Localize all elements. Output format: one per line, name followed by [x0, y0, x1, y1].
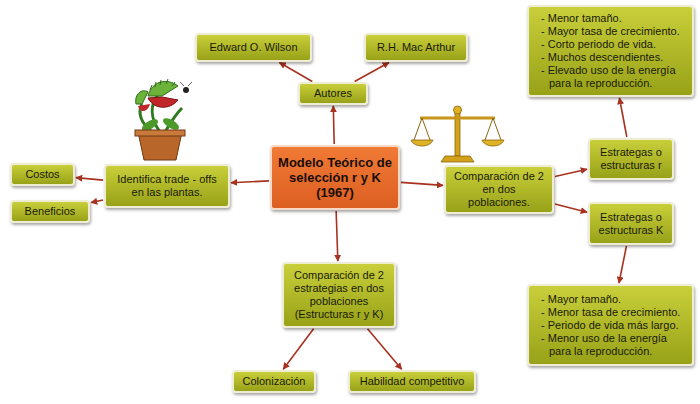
node-text: R.H. Mac Arthur [372, 41, 460, 54]
trait-list-box: - Menor tamaño.- Mayor tasa de crecimien… [527, 5, 694, 97]
concept-box: Autores [298, 82, 368, 105]
node-text: - Mayor tamaño. [541, 293, 684, 306]
balance-scale [411, 106, 504, 162]
node-text: - Corto periodo de vida. [541, 38, 684, 51]
arrow-connector [367, 329, 401, 369]
node-text: Identifica trade - offs en las plantas. [112, 173, 222, 199]
author-box: Edward O. Wilson [195, 33, 312, 62]
node-text: - Menor uso de la energía para la reprod… [541, 332, 684, 358]
arrow-connector [332, 106, 335, 144]
arrow-connector [555, 169, 587, 176]
node-text: - Periodo de vida más largo. [541, 319, 684, 332]
trait-list-box: - Mayor tamaño.- Menor tasa de crecimien… [527, 284, 694, 366]
node-text: Comparación de 2 estrategias en dos pobl… [290, 269, 388, 321]
concept-box: Costos [10, 163, 75, 186]
node-text: - Menor tasa de crecimiento. [541, 306, 684, 319]
arrow-connector [355, 62, 389, 81]
arrow-connector [91, 200, 103, 203]
node-text: Estrategas o estructuras K [596, 211, 666, 237]
author-box: R.H. Mac Arthur [364, 33, 468, 62]
arrow-connector [283, 329, 313, 369]
concept-box: Colonización [232, 370, 316, 393]
node-text: Costos [18, 168, 67, 181]
node-text: Comparación de 2 en dos poblaciones. [452, 170, 546, 209]
arrow-connector [555, 204, 587, 212]
node-text: Autores [306, 87, 360, 100]
concept-box: Beneficios [10, 200, 90, 223]
arrow-connector [76, 178, 103, 180]
arrow-connector [231, 181, 269, 183]
arrow-connector [336, 211, 338, 261]
node-text: - Elevado uso de la energía para la repr… [541, 64, 684, 90]
node-text: Colonización [240, 375, 308, 388]
arrow-connector [279, 63, 312, 82]
node-text: Edward O. Wilson [203, 41, 304, 54]
strategy-box: Estrategas o estructuras K [588, 202, 674, 245]
node-text: - Menor tamaño. [541, 12, 684, 25]
arrow-connector [619, 246, 626, 283]
node-text: Beneficios [18, 205, 82, 218]
central-concept-box: Modelo Teórico de selección r y K (1967) [270, 145, 400, 210]
concept-box: Habilidad competitivo [348, 370, 476, 393]
arrow-connector [401, 182, 443, 185]
node-text: - Mayor tasa de crecimiento. [541, 25, 684, 38]
strategy-box: Estrategas o estructuras r [588, 138, 674, 180]
concept-box: Identifica trade - offs en las plantas. [104, 164, 230, 208]
carnivorous-plant [135, 79, 192, 160]
node-text: Habilidad competitivo [356, 375, 468, 388]
node-text: Modelo Teórico de selección r y K (1967) [278, 155, 392, 200]
concept-box: Comparación de 2 en dos poblaciones. [444, 165, 554, 214]
arrow-connector [619, 98, 626, 137]
concept-box: Comparación de 2 estrategias en dos pobl… [282, 262, 396, 328]
node-text: Estrategas o estructuras r [596, 146, 666, 172]
node-text: - Muchos descendientes. [541, 51, 684, 64]
